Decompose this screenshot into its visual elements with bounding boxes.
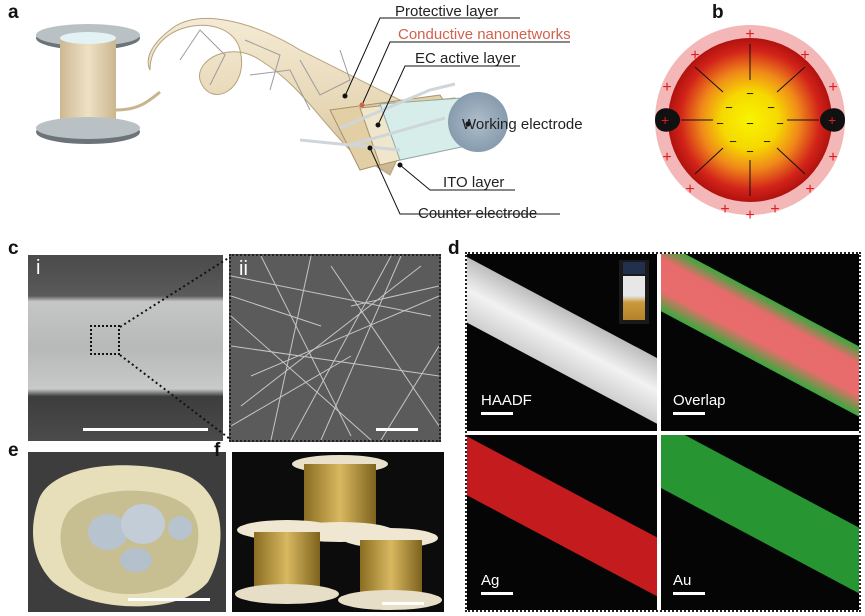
scale-bar-haadf [481, 412, 513, 415]
svg-text:−: − [746, 144, 754, 159]
svg-text:+: + [745, 207, 754, 222]
svg-text:+: + [805, 181, 814, 198]
spool-body [60, 38, 116, 126]
scale-bar-c-ii [376, 428, 418, 431]
tile-haadf: HAADF [467, 254, 657, 431]
svg-text:+: + [828, 79, 837, 96]
panel-a-label: a [8, 2, 19, 23]
zoom-region-box [90, 325, 120, 355]
panel-c-label: c [8, 238, 19, 259]
scale-bar-au [673, 592, 705, 595]
scale-bar-ag [481, 592, 513, 595]
fiber-device-illustration [36, 17, 570, 215]
svg-text:+: + [661, 112, 669, 128]
sem-image-i: i [28, 255, 223, 441]
eds-map-grid: HAADF Overlap Ag Au [465, 252, 861, 612]
svg-text:−: − [776, 116, 784, 131]
sub-label-i: i [36, 257, 41, 279]
spools-photo [232, 452, 444, 612]
sem-image-ii: ii [229, 254, 441, 442]
cross-section-image [28, 452, 226, 612]
tile-label-au: Au [673, 572, 692, 589]
svg-text:−: − [716, 116, 724, 131]
svg-text:+: + [685, 181, 694, 198]
panel-d-label: d [448, 238, 460, 259]
sub-label-ii: ii [239, 258, 248, 280]
zoom-connector-lines [119, 256, 231, 440]
vial-inset [619, 260, 649, 324]
svg-text:+: + [828, 112, 836, 128]
panel-f-label: f [214, 440, 221, 461]
scale-bar-e [128, 598, 210, 601]
working-electrode-tip [448, 92, 508, 152]
svg-text:+: + [720, 201, 729, 218]
svg-text:+: + [662, 79, 671, 96]
callout-counter-electrode: Counter electrode [418, 205, 538, 222]
scale-bar-f [382, 602, 424, 605]
svg-text:−: − [725, 100, 733, 115]
tile-ag: Ag [467, 435, 657, 610]
charge-distribution-diagram: + + −−− −−− −−− +++ ++ ++ ++ +++ [655, 25, 845, 222]
callout-working-electrode: Working electrode [462, 116, 583, 133]
tile-overlap: Overlap [661, 254, 859, 431]
svg-text:−: − [746, 86, 754, 101]
tile-label-ag: Ag [481, 572, 500, 589]
svg-text:+: + [662, 149, 671, 166]
svg-text:+: + [828, 149, 837, 166]
callout-protective-layer: Protective layer [395, 3, 499, 20]
tile-label-overlap: Overlap [673, 392, 726, 409]
svg-text:−: − [729, 134, 737, 149]
panel-e-label: e [8, 440, 19, 461]
tile-au: Au [661, 435, 859, 610]
svg-text:−: − [763, 134, 771, 149]
svg-text:+: + [800, 47, 809, 64]
svg-text:+: + [770, 201, 779, 218]
callout-ec-active-layer: EC active layer [415, 50, 516, 67]
callout-conductive-nanonetworks: Conductive nanonetworks [398, 26, 571, 43]
callout-ito-layer: ITO layer [443, 174, 505, 191]
scale-bar-overlap [673, 412, 705, 415]
svg-text:+: + [745, 26, 754, 43]
tile-label-haadf: HAADF [481, 392, 532, 409]
svg-text:−: − [746, 116, 754, 131]
panel-b-label: b [712, 2, 724, 23]
svg-text:−: − [767, 100, 775, 115]
scale-bar-c-i [83, 428, 208, 431]
svg-text:+: + [690, 47, 699, 64]
